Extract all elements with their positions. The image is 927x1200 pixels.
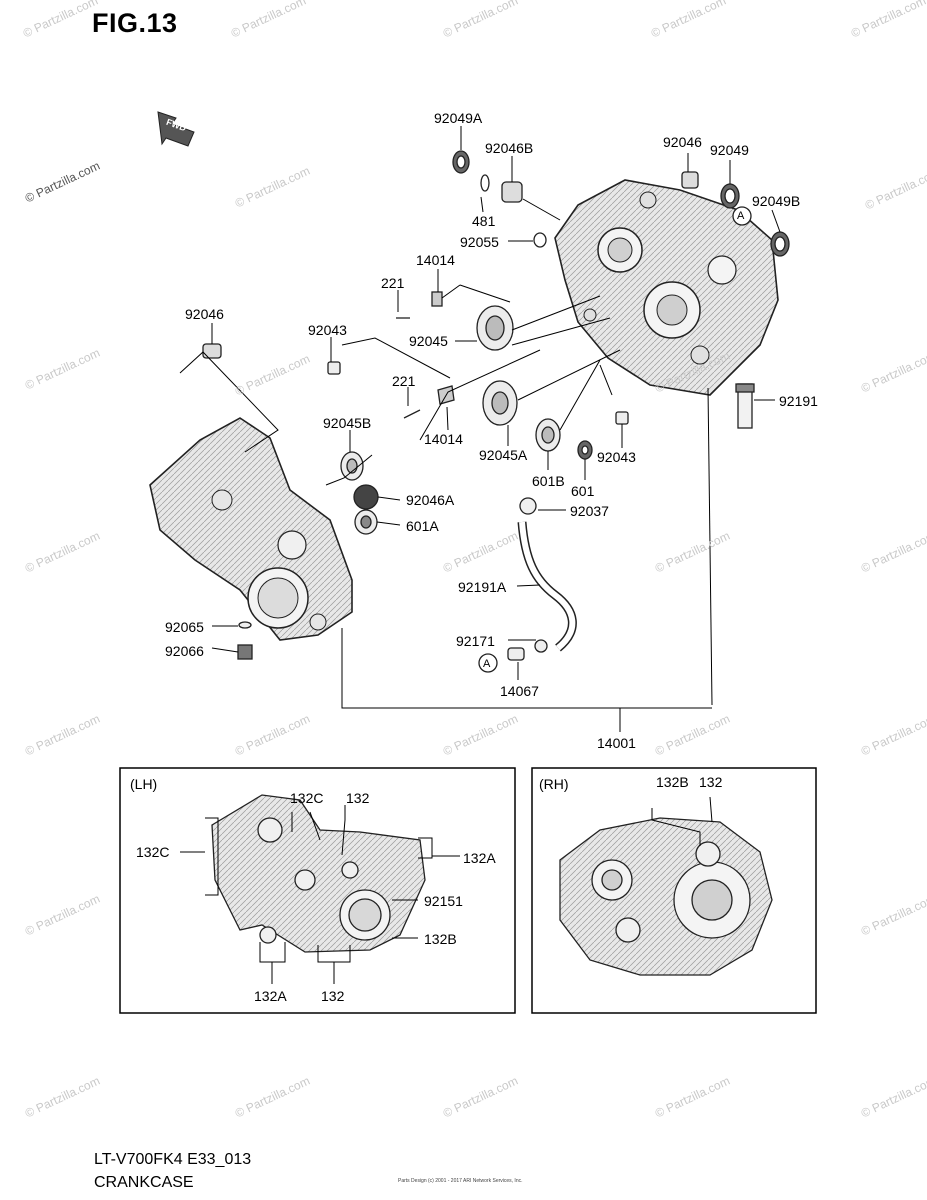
callout-14014-mid: 14014 bbox=[424, 431, 463, 447]
circle-a-bottom: A bbox=[483, 658, 491, 670]
figure-title: FIG.13 bbox=[92, 8, 178, 38]
callout-92043-right: 92043 bbox=[597, 449, 636, 465]
circle-a-top: A bbox=[737, 210, 745, 222]
callout-14014-top: 14014 bbox=[416, 252, 455, 268]
callout-92045B: 92045B bbox=[323, 415, 372, 431]
rh-case-illustration bbox=[559, 817, 773, 976]
callout-601A: 601A bbox=[406, 518, 439, 534]
copyright-note: Parts Design (c) 2001 - 2017 ARI Network… bbox=[398, 1178, 523, 1184]
fwd-arrow-icon bbox=[157, 111, 195, 147]
callout-92037: 92037 bbox=[570, 503, 609, 519]
callout-92045A: 92045A bbox=[479, 447, 528, 463]
lh-label-132C-left: 132C bbox=[136, 844, 170, 860]
model-code: LT-V700FK4 E33_013 bbox=[94, 1151, 252, 1168]
callout-92046-top: 92046 bbox=[663, 134, 702, 150]
callout-92191: 92191 bbox=[779, 393, 818, 409]
lh-panel-heading: (LH) bbox=[130, 776, 158, 792]
callout-481: 481 bbox=[472, 213, 496, 229]
callout-92046B: 92046B bbox=[485, 140, 534, 156]
callout-221-top: 221 bbox=[381, 275, 405, 291]
rh-label-132: 132 bbox=[699, 774, 723, 790]
callout-92049A: 92049A bbox=[434, 110, 483, 126]
lh-label-132B: 132B bbox=[424, 931, 457, 947]
rh-panel-heading: (RH) bbox=[539, 776, 569, 792]
callout-92055: 92055 bbox=[460, 234, 499, 250]
lh-label-132A-right: 132A bbox=[463, 850, 496, 866]
rh-leader-lines bbox=[651, 796, 713, 846]
callout-14001: 14001 bbox=[597, 735, 636, 751]
left-crankcase-illustration bbox=[149, 417, 353, 641]
parts-illustrations bbox=[202, 150, 790, 673]
rh-panel-frame bbox=[531, 767, 817, 1014]
callout-92046A: 92046A bbox=[406, 492, 455, 508]
callout-92066: 92066 bbox=[165, 643, 204, 659]
lh-label-132C-top: 132C bbox=[290, 790, 324, 806]
lh-label-92151: 92151 bbox=[424, 893, 463, 909]
callout-92043-left: 92043 bbox=[308, 322, 347, 338]
right-crankcase-illustration bbox=[554, 179, 779, 396]
lh-panel-frame bbox=[119, 767, 516, 1014]
callout-92049: 92049 bbox=[710, 142, 749, 158]
callout-92046-left: 92046 bbox=[185, 306, 224, 322]
callout-601B: 601B bbox=[532, 473, 565, 489]
lh-label-132-top: 132 bbox=[346, 790, 370, 806]
diagram-name: CRANKCASE bbox=[94, 1174, 194, 1191]
leader-lines bbox=[179, 126, 781, 732]
lh-leader-lines bbox=[180, 805, 460, 984]
callout-14067: 14067 bbox=[500, 683, 539, 699]
lh-label-132-bottom: 132 bbox=[321, 988, 345, 1004]
callout-92049B: 92049B bbox=[752, 193, 801, 209]
callout-92065: 92065 bbox=[165, 619, 204, 635]
callout-92045: 92045 bbox=[409, 333, 448, 349]
lh-label-132A-bottom: 132A bbox=[254, 988, 287, 1004]
callout-601: 601 bbox=[571, 483, 595, 499]
callout-92171: 92171 bbox=[456, 633, 495, 649]
callout-221-mid: 221 bbox=[392, 373, 416, 389]
lh-case-illustration bbox=[211, 794, 426, 953]
callout-92191A: 92191A bbox=[458, 579, 507, 595]
rh-label-132B: 132B bbox=[656, 774, 689, 790]
